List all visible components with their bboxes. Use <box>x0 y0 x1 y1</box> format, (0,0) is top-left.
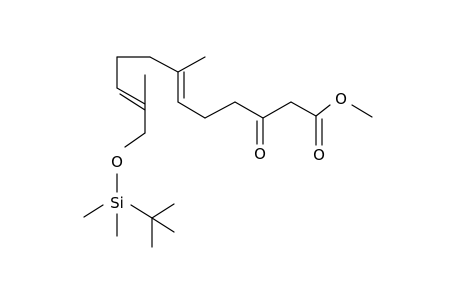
bond <box>262 101 292 119</box>
bond <box>124 132 146 148</box>
bond <box>151 217 175 233</box>
ester-carbonyl-oxygen-label: O <box>313 146 325 164</box>
atom-labels: O O O O Si <box>110 90 347 212</box>
ether-oxygen-label: O <box>111 153 123 171</box>
bond <box>151 203 175 219</box>
bond <box>130 204 153 219</box>
bond <box>119 93 146 111</box>
bond <box>351 104 373 118</box>
bond <box>83 204 104 218</box>
bond <box>149 56 179 73</box>
ketone-oxygen-label: O <box>254 145 266 163</box>
bond-skeleton <box>83 56 373 248</box>
bond <box>315 104 331 117</box>
bond <box>177 101 206 119</box>
bond <box>234 101 264 119</box>
silicon-label: Si <box>110 194 124 212</box>
ester-oxygen-label: O <box>335 90 347 108</box>
bond <box>177 56 206 73</box>
bond <box>204 101 236 119</box>
bond <box>290 101 317 117</box>
bond <box>116 87 146 105</box>
